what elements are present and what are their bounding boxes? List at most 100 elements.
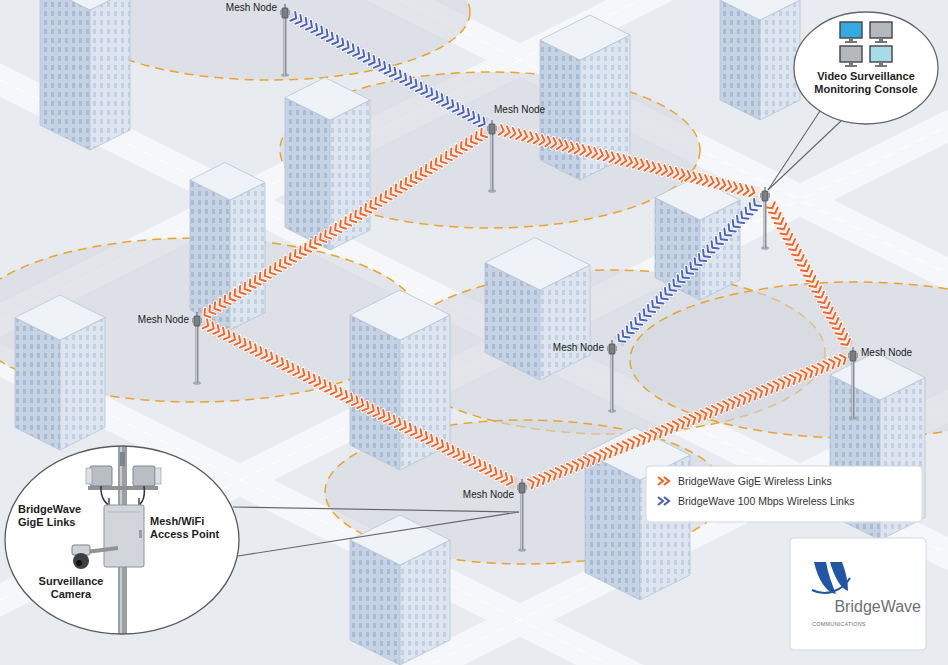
equipment-photo (90, 466, 112, 486)
wireless-link (290, 12, 486, 126)
pole-head (486, 120, 498, 136)
pole-shaft (196, 326, 197, 383)
callout-leader (233, 507, 519, 512)
link-chevrons (618, 199, 761, 342)
callout-leader (768, 111, 820, 190)
pole-shaft (611, 354, 612, 411)
radio-unit (850, 351, 856, 361)
building (540, 40, 580, 180)
legend-swatch (656, 495, 672, 507)
equipment-photo (120, 452, 125, 466)
pole-shaft (284, 18, 287, 75)
equipment-photo (108, 512, 140, 513)
wireless-link (203, 129, 487, 317)
equipment-photo (139, 530, 142, 538)
legend: BridgeWave GigE Wireless LinksBridgeWave… (656, 474, 918, 518)
radio-unit (194, 316, 200, 326)
pole-head (279, 4, 291, 20)
monitor-icon (870, 46, 892, 62)
building (285, 98, 330, 251)
logo-wordmark: BridgeWave (834, 597, 921, 617)
callout-label: Surveillance Camera (35, 575, 107, 601)
building (350, 290, 450, 340)
radio-unit (615, 346, 617, 351)
pole-shaft (284, 18, 285, 75)
callout-outline (5, 446, 239, 634)
legend-row: BridgeWave 100 Mbps Wireless Links (656, 494, 918, 508)
radio-unit (609, 344, 615, 354)
pole-shaft (521, 493, 522, 550)
mesh-node: Mesh Node (486, 120, 498, 136)
building (15, 295, 105, 340)
radio-unit (525, 485, 527, 490)
link-chevrons (290, 12, 484, 126)
link-chevrons (203, 320, 513, 485)
radio-unit (489, 124, 495, 134)
console-label: Video Surveillance Monitoring Console (806, 70, 926, 96)
monitor-icon (840, 46, 862, 62)
radio-unit (192, 318, 194, 323)
mesh-node: Mesh Node (606, 340, 618, 356)
building (230, 183, 265, 331)
pole-shaft (852, 361, 853, 418)
mesh-node: Mesh Node (847, 347, 859, 363)
radio-unit (288, 10, 290, 15)
monitor-icon (879, 38, 883, 41)
radio-unit (517, 485, 519, 490)
radio-unit (487, 126, 489, 131)
wireless-link (766, 202, 850, 347)
monitor-icon (845, 41, 857, 43)
link-chevrons (618, 199, 761, 342)
monitor-icon (875, 65, 887, 67)
pole-head (606, 340, 618, 356)
logo-mark (830, 562, 848, 591)
callout-bubble (794, 12, 938, 124)
pole-shaft (491, 134, 494, 191)
pole-shaft (852, 361, 855, 418)
mesh-node: Mesh Node (516, 479, 528, 495)
monitor-icon (870, 22, 892, 38)
pole-head (516, 479, 528, 495)
radio-unit (607, 346, 609, 351)
radio-unit (282, 8, 288, 18)
callout-bubble: BridgeWave GigE LinksMesh/WiFi Access Po… (4, 445, 240, 635)
radio-unit (200, 318, 202, 323)
mesh-node: Mesh Node (191, 312, 203, 328)
node-label: Mesh Node (138, 314, 189, 326)
logo-mark (812, 562, 850, 594)
radio-unit (768, 193, 770, 198)
pole-shaft (516, 493, 528, 553)
wireless-link (498, 125, 759, 196)
equipment-photo (86, 468, 92, 484)
link-chevrons (499, 125, 755, 196)
pole-shaft (764, 201, 767, 248)
building (720, 0, 760, 120)
radio-unit (762, 191, 768, 201)
monitor-icon (849, 62, 853, 65)
legend-swatch (658, 477, 663, 485)
building (40, 0, 130, 10)
logo-box (790, 538, 926, 650)
equipment-photo (133, 466, 155, 486)
link-chevrons (766, 202, 850, 345)
pole-head (191, 312, 203, 328)
wireless-link (618, 199, 761, 342)
legend-label: BridgeWave 100 Mbps Wireless Links (678, 494, 854, 508)
legend-row: BridgeWave GigE Wireless Links (656, 474, 918, 488)
equipment-photo (76, 560, 82, 566)
radio-unit (760, 193, 762, 198)
link-chevrons (204, 129, 487, 317)
monitor-icon (840, 22, 862, 38)
radio-unit (856, 353, 858, 358)
monitor-icon (840, 22, 892, 67)
monitor-icon (849, 38, 853, 41)
pole-shaft (486, 134, 498, 194)
pole-shaft (491, 134, 492, 191)
link-chevrons (766, 202, 850, 345)
monitor-icon (875, 41, 887, 43)
building (90, 0, 130, 150)
pole-shaft (764, 201, 765, 248)
callout-leader (238, 512, 519, 556)
radio-unit (848, 353, 850, 358)
